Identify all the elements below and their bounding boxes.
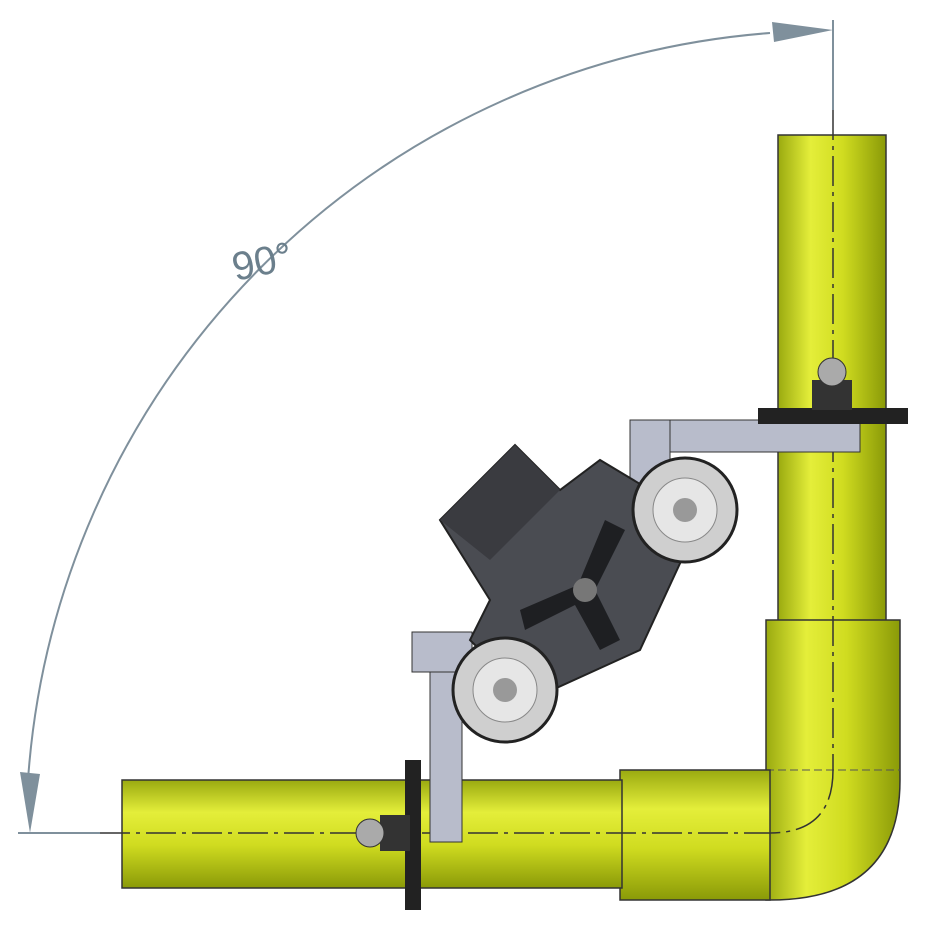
- angle-dimension: [18, 20, 834, 834]
- arrowhead-icon: [772, 22, 833, 42]
- upper-roller: [631, 456, 739, 564]
- dimension-arc: [27, 32, 771, 781]
- pipe-coupling: [619, 769, 771, 901]
- angle-label: 90°: [228, 234, 296, 290]
- arrowhead-icon: [20, 772, 40, 833]
- knob-icon: [520, 520, 625, 650]
- lower-roller: [451, 636, 559, 744]
